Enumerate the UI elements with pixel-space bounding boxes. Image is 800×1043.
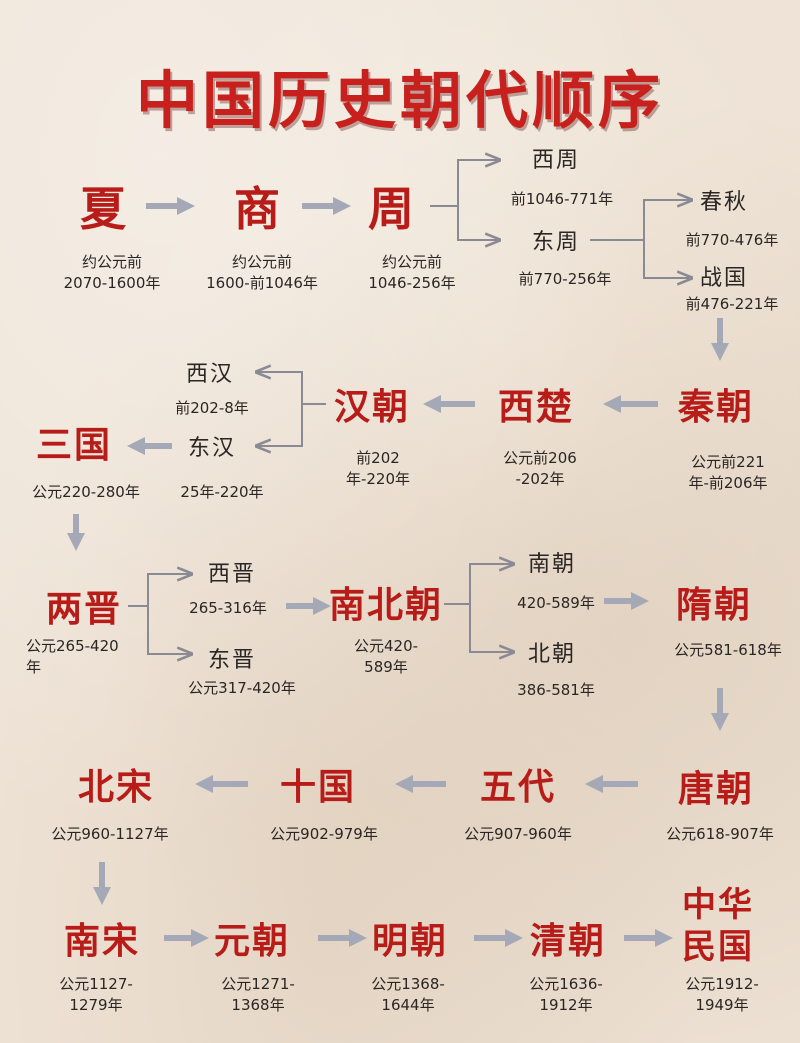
dynasty-xijin-date: 265-316年 [189, 599, 267, 617]
date-line: 年 [26, 658, 42, 676]
dynasty-chunqiu-date: 前770-476年 [685, 231, 779, 249]
bracket-dongzhou [590, 199, 680, 279]
dynasty-yuan-date: 公元1271- 1368年 [221, 974, 295, 1016]
dynasty-nanbeichao: 南北朝 [328, 584, 444, 626]
dynasty-shiguo: 十国 [279, 766, 357, 808]
dynasty-yuan: 元朝 [213, 920, 291, 962]
dynasty-han-date: 前202 年-220年 [346, 448, 410, 490]
dynasty-nanbeichao-date: 公元420- 589年 [354, 636, 418, 678]
date-line: 前202 [356, 449, 400, 467]
dynasty-donghan: 东汉 [187, 436, 237, 461]
date-line: 2070-1600年 [63, 274, 161, 292]
date-line: -202年 [515, 470, 565, 488]
bracket-nanbeichao [444, 563, 502, 653]
date-line: 公元1271- [221, 975, 295, 993]
bracket-han [268, 371, 326, 447]
date-line: 1046-256年 [368, 274, 456, 292]
dynasty-xihan: 西汉 [185, 362, 235, 387]
date-line: 约公元前 [381, 253, 442, 271]
dynasty-wudai-date: 公元907-960年 [464, 825, 572, 843]
date-line: 公元1127- [59, 975, 133, 993]
dynasty-xia: 夏 [80, 182, 128, 236]
dynasty-dongzhou-date: 前770-256年 [518, 270, 612, 288]
dynasty-shang: 商 [234, 182, 282, 236]
dynasty-shang-date: 约公元前 1600-前1046年 [206, 252, 318, 294]
dynasty-dongjin: 东晋 [207, 648, 257, 673]
date-line: 1912年 [539, 996, 593, 1014]
date-line: 年-前206年 [688, 474, 768, 492]
dynasty-han: 汉朝 [333, 386, 411, 428]
date-line: 公元420- [353, 637, 419, 655]
bracket-zhou [430, 159, 488, 241]
dynasty-sui-date: 公元581-618年 [674, 641, 782, 659]
dynasty-xizhou: 西周 [531, 148, 581, 173]
date-line: 约公元前 [231, 253, 293, 271]
date-line: 约公元前 [81, 253, 143, 271]
dynasty-sanguo: 三国 [35, 424, 113, 466]
minguo-line-1: 中华 [682, 885, 754, 925]
dynasty-nansong-date: 公元1127- 1279年 [59, 974, 133, 1016]
dynasty-liangjin-date: 公元265-420 年 [0, 636, 119, 678]
date-line: 公元前221 [691, 453, 765, 471]
date-line: 公元1912- [685, 975, 759, 993]
dynasty-ming: 明朝 [371, 920, 449, 962]
dynasty-xihan-date: 前202-8年 [175, 399, 249, 417]
dynasty-xizhou-date: 前1046-771年 [510, 190, 614, 208]
page-title: 中国历史朝代顺序 [135, 64, 664, 137]
date-line: 1949年 [695, 996, 749, 1014]
dynasty-minguo-date: 公元1912- 1949年 [685, 974, 759, 1016]
date-line: 公元1636- [529, 975, 603, 993]
dynasty-dongjin-date: 公元317-420年 [188, 679, 296, 697]
dynasty-ming-date: 公元1368- 1644年 [371, 974, 445, 1016]
date-line: 1600-前1046年 [206, 274, 318, 292]
dynasty-qing: 清朝 [529, 920, 607, 962]
dynasty-nanchao: 南朝 [527, 552, 577, 577]
dynasty-dongzhou: 东周 [531, 230, 581, 255]
date-line: 1644年 [381, 996, 435, 1014]
dynasty-zhou-date: 约公元前 1046-256年 [368, 252, 455, 294]
dynasty-donghan-date: 25年-220年 [180, 483, 264, 501]
dynasty-nansong: 南宋 [63, 920, 141, 962]
dynasty-xia-date: 约公元前 2070-1600年 [64, 252, 161, 294]
dynasty-qin-date: 公元前221 年-前206年 [688, 452, 767, 494]
dynasty-tang-date: 公元618-907年 [666, 825, 774, 843]
dynasty-wudai: 五代 [479, 766, 557, 808]
dynasty-beisong-date: 公元960-1127年 [51, 825, 169, 843]
dynasty-nanchao-date: 420-589年 [517, 594, 595, 612]
date-line: 年-220年 [345, 470, 411, 488]
date-line: 公元1368- [371, 975, 445, 993]
dynasty-qing-date: 公元1636- 1912年 [529, 974, 603, 1016]
dynasty-shiguo-date: 公元902-979年 [270, 825, 378, 843]
date-line: 589年 [364, 658, 408, 676]
dynasty-xijin: 西晋 [207, 562, 257, 587]
dynasty-xichu-date: 公元前206 -202年 [503, 448, 577, 490]
minguo-line-2: 民国 [682, 927, 754, 967]
dynasty-minguo: 中华 民国 [682, 884, 754, 968]
bracket-liangjin [128, 573, 180, 655]
dynasty-xichu: 西楚 [497, 386, 575, 428]
dynasty-sui: 隋朝 [675, 584, 753, 626]
dynasty-qin: 秦朝 [677, 386, 755, 428]
dynasty-tang: 唐朝 [677, 768, 755, 810]
dynasty-zhanguo: 战国 [699, 266, 749, 291]
dynasty-beichao: 北朝 [527, 642, 577, 667]
dynasty-beisong: 北宋 [77, 766, 155, 808]
date-line: 1279年 [69, 996, 123, 1014]
date-line: 公元265-420 [26, 637, 119, 655]
dynasty-chunqiu: 春秋 [699, 190, 749, 215]
dynasty-sanguo-date: 公元220-280年 [32, 483, 140, 501]
dynasty-zhanguo-date: 前476-221年 [685, 295, 779, 313]
dynasty-zhou: 周 [368, 182, 416, 236]
date-line: 1368年 [231, 996, 285, 1014]
dynasty-liangjin: 两晋 [45, 588, 123, 630]
date-line: 公元前206 [503, 449, 577, 467]
dynasty-beichao-date: 386-581年 [517, 681, 595, 699]
